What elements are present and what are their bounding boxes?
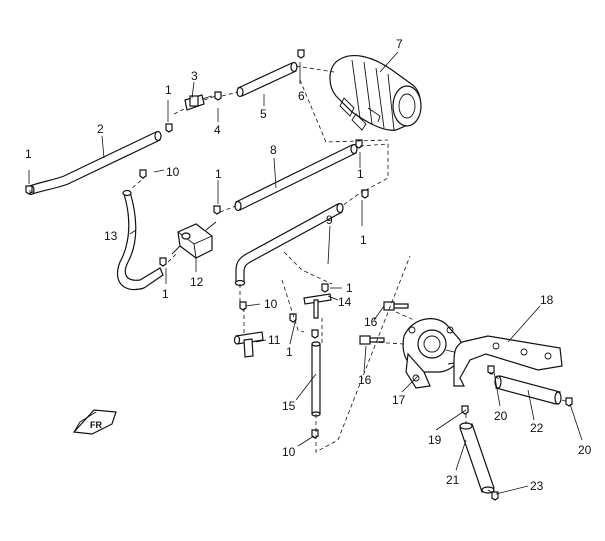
callout-4: 4 — [214, 123, 221, 137]
callout-6: 6 — [298, 89, 305, 103]
part-21-hose — [459, 422, 495, 494]
callout-8: 8 — [270, 143, 277, 157]
callout-20: 20 — [578, 443, 592, 457]
callout-1: 1 — [25, 147, 32, 161]
callout-16: 16 — [358, 373, 372, 387]
callout-labels: 1 1 2 3 4 5 6 7 8 1 10 1 9 1 13 12 1 10 … — [25, 37, 592, 493]
callout-12: 12 — [190, 275, 204, 289]
callout-9: 9 — [326, 213, 333, 227]
callout-1: 1 — [286, 345, 293, 359]
callout-22: 22 — [530, 421, 544, 435]
callout-15: 15 — [282, 399, 296, 413]
part-3-fitting — [184, 94, 213, 111]
part-18-bracket — [453, 335, 563, 387]
part-8-hose — [234, 143, 358, 212]
callout-10: 10 — [166, 165, 180, 179]
part-13-hose — [116, 189, 164, 291]
callout-23: 23 — [530, 479, 544, 493]
part-11-tee — [233, 331, 264, 358]
part-5-hose — [236, 61, 298, 98]
callout-19: 19 — [428, 433, 442, 447]
badge-text: FR — [90, 420, 102, 430]
callout-20: 20 — [494, 409, 508, 423]
callout-5: 5 — [260, 107, 267, 121]
front-direction-badge: FR — [72, 409, 117, 435]
callout-21: 21 — [446, 473, 460, 487]
part-7-canister — [329, 55, 422, 131]
callout-18: 18 — [540, 293, 554, 307]
part-17-pump — [402, 318, 463, 389]
part-15-hose — [311, 341, 321, 417]
part-12-valve — [171, 221, 217, 259]
clamp-markers — [25, 49, 573, 501]
part-14-tee — [303, 293, 332, 319]
callout-10: 10 — [282, 445, 296, 459]
leader-lines — [28, 51, 583, 495]
callout-1: 1 — [360, 233, 367, 247]
callout-16: 16 — [364, 315, 378, 329]
callout-1: 1 — [215, 167, 222, 181]
part-16-bolt-upper — [383, 301, 409, 311]
callout-11: 11 — [268, 333, 281, 347]
callout-17: 17 — [392, 393, 406, 407]
callout-1: 1 — [165, 83, 172, 97]
callout-7: 7 — [396, 37, 403, 51]
callout-13: 13 — [104, 229, 118, 243]
callout-10: 10 — [264, 297, 278, 311]
callout-2: 2 — [97, 122, 104, 136]
callout-1: 1 — [357, 167, 364, 181]
callout-1: 1 — [346, 281, 353, 295]
callout-3: 3 — [191, 69, 198, 83]
assembly-dashed-lines — [29, 65, 569, 495]
callout-1: 1 — [162, 287, 169, 301]
part-2-hose — [27, 130, 162, 196]
callout-14: 14 — [338, 295, 352, 309]
